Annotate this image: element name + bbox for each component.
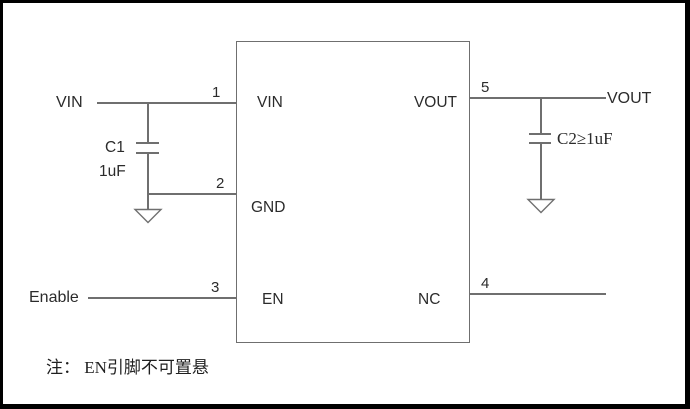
c1-value: 1uF xyxy=(99,163,126,180)
c1-refdes: C1 xyxy=(105,139,125,156)
net-label-vin: VIN xyxy=(56,94,83,111)
pin-number-5: 5 xyxy=(481,79,490,96)
ground-icon xyxy=(133,208,163,224)
c2-plate-top xyxy=(529,133,551,135)
c2-lead-top xyxy=(540,98,542,134)
pin-number-1: 1 xyxy=(212,84,221,101)
pin-label-gnd: GND xyxy=(251,199,286,216)
wire-vin xyxy=(97,102,236,104)
ic-body xyxy=(236,41,470,343)
net-label-enable: Enable xyxy=(29,289,79,306)
wire-vout xyxy=(470,97,606,99)
pin-number-4: 4 xyxy=(481,275,490,292)
net-label-vout: VOUT xyxy=(607,90,652,107)
pin-number-3: 3 xyxy=(211,279,220,296)
ground-icon xyxy=(526,198,556,214)
pin-label-en: EN xyxy=(262,291,284,308)
wire-gnd xyxy=(147,193,236,195)
pin-label-nc: NC xyxy=(418,291,441,308)
pin-number-2: 2 xyxy=(216,175,225,192)
c2-plate-bottom xyxy=(529,142,551,144)
c1-plate-top xyxy=(136,142,159,144)
wire-enable xyxy=(88,297,236,299)
c2-label: C2≥1uF xyxy=(557,129,613,148)
c1-plate-bottom xyxy=(136,152,159,154)
c2-lead-bottom xyxy=(540,144,542,199)
wire-nc xyxy=(470,293,606,295)
c1-lead-top xyxy=(147,102,149,143)
c1-lead-bottom xyxy=(147,154,149,209)
note-text: 注： EN引脚不可置悬 xyxy=(46,358,209,377)
pin-label-vout: VOUT xyxy=(413,94,457,111)
pin-label-vin: VIN xyxy=(257,94,283,111)
